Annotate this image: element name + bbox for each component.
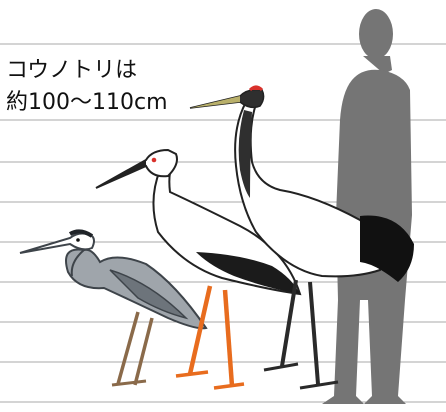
caption-line-2: 約100〜110cm <box>6 84 168 116</box>
human-silhouette <box>322 9 412 404</box>
caption-line-1: コウノトリは <box>6 52 137 84</box>
